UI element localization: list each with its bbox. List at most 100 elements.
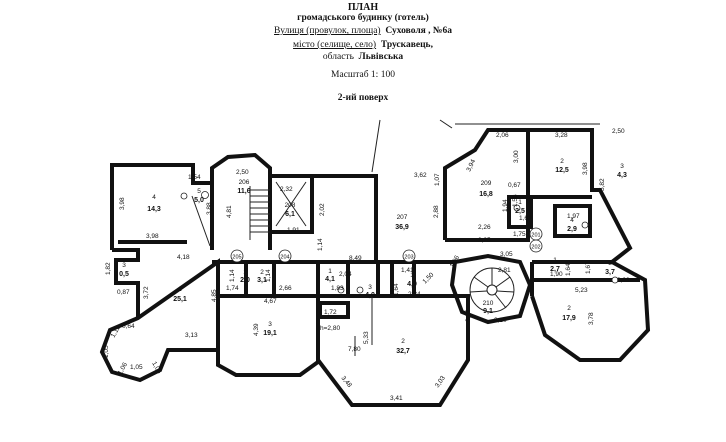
dim-label: h=2,80 [320, 325, 340, 332]
wall-closet [318, 301, 350, 319]
room-number: 2 [567, 305, 571, 312]
dim-label: 0,03 [617, 277, 630, 284]
stair-treads-206 [249, 186, 270, 240]
dim-label: 1,14 [229, 269, 236, 282]
dim-label: 1,56 [512, 194, 519, 207]
room-number: 3 [368, 284, 372, 291]
dim-label: 1,90 [550, 271, 563, 278]
fixtures [180, 191, 619, 294]
room-number: 1 [553, 257, 557, 264]
dim-label: 1,50 [421, 271, 435, 285]
dim-label: 2,81 [498, 267, 511, 274]
region-label: область [322, 52, 354, 62]
room-area: 9,1 [483, 308, 493, 315]
dim-label: 1,41 [401, 267, 414, 274]
dim-label: 5,23 [575, 287, 588, 294]
dim-label: 1,05 [103, 345, 110, 358]
dim-label: 3,62 [414, 172, 427, 179]
walls [99, 128, 651, 407]
dim-label: 3,28 [555, 132, 568, 139]
room-area: 16,8 [479, 191, 493, 198]
room-area: 2,9 [567, 226, 577, 233]
shaft-diagonal [275, 181, 307, 227]
dim-label: 1,64 [393, 283, 400, 296]
dim-label: 1,64 [565, 263, 572, 276]
room-area: 25,1 [173, 296, 187, 303]
room-area: 2,7 [550, 266, 560, 273]
dim-label: 1,91 [287, 227, 300, 234]
room-number: 4 [570, 217, 574, 224]
toilet-icon [337, 286, 345, 294]
dim-label: 1,82 [105, 262, 112, 275]
details [191, 119, 600, 356]
city-label: місто (селище, село) [293, 40, 377, 50]
door-marker [529, 239, 543, 253]
city-value: Трускавець, [380, 40, 433, 50]
dim-label: 3,98 [119, 197, 126, 210]
dim-label: 1,97 [567, 213, 580, 220]
stair-tread [495, 276, 511, 288]
wall-room2-bay [316, 296, 470, 407]
street-value: Суховоля , №6а [385, 26, 452, 36]
door-label: 205 [232, 255, 241, 261]
dim-label: 3,05 [500, 251, 513, 258]
dim-label: 1,83 [331, 285, 344, 292]
dimension-labels: 1,54 2,50 3,98 3,98 4,18 3,88 4,81 2,32 … [103, 128, 630, 402]
dim-label: 3,94 [465, 158, 477, 173]
dim-label: 1,05 [130, 364, 143, 371]
dim-label: 4,85 [211, 289, 218, 302]
room-area: 11,6 [237, 188, 250, 195]
room-number: 210 [483, 300, 494, 307]
wall-east-north [528, 128, 633, 264]
door-swing [191, 195, 211, 247]
dim-label: 0,67 [508, 182, 521, 189]
door-marker [278, 249, 292, 263]
room-area: 2,0 [240, 277, 250, 284]
dim-label: 3,98 [146, 233, 159, 240]
dim-label: 4,81 [226, 205, 233, 218]
door-marker [402, 249, 416, 263]
dim-label: 1,14 [265, 269, 272, 282]
stair-tread [473, 276, 489, 288]
dim-label: 4,18 [177, 254, 190, 261]
door-marker [230, 249, 244, 263]
sink-icon [356, 286, 364, 294]
toilet-icon [513, 204, 521, 212]
room-number: 208 [285, 202, 296, 209]
dim-label: 3,88 [206, 202, 213, 215]
dim-label: 3,10 [494, 317, 507, 324]
room-area: 6,1 [285, 211, 295, 218]
room-number: 206 [239, 179, 250, 186]
plan-subtitle: громадського будинку (готель) [297, 13, 429, 23]
dim-label: 2,50 [612, 128, 625, 135]
street-line: Вулиця (провулок, площа) Суховоля , №6а [0, 26, 726, 37]
wall-room4b [553, 204, 592, 238]
wall-west-bay [99, 258, 220, 383]
dim-label: 2,04 [339, 271, 352, 278]
stair-tread [496, 290, 515, 293]
room-number: 3 [268, 321, 272, 328]
dim-label: 7,80 [348, 346, 361, 353]
room-area: 32,7 [396, 348, 410, 355]
room-area: 5,0 [194, 197, 204, 204]
room-number: 5 [197, 188, 201, 195]
door-label: 203 [404, 255, 413, 261]
dim-label: 1,72 [324, 309, 337, 316]
room-area: 4,3 [617, 172, 627, 179]
dim-label: 5,33 [363, 331, 370, 344]
room-area: 19,1 [263, 330, 277, 337]
toilet-icon [611, 276, 619, 284]
wall-room3d [346, 260, 380, 298]
dim-label: 3,98 [582, 162, 589, 175]
stair-tread [494, 293, 507, 309]
wall-east-bay [530, 260, 651, 362]
floor-label: 2-ий поверх [337, 93, 389, 103]
room-area: 36,9 [395, 224, 409, 231]
room-number: 3 [122, 262, 126, 269]
door-label: 201 [531, 233, 540, 239]
region-value: Львівська [358, 52, 404, 62]
wall-room1e [390, 260, 416, 298]
room-area: 3,1 [257, 277, 267, 284]
dim-label: 5,82 [599, 178, 606, 191]
